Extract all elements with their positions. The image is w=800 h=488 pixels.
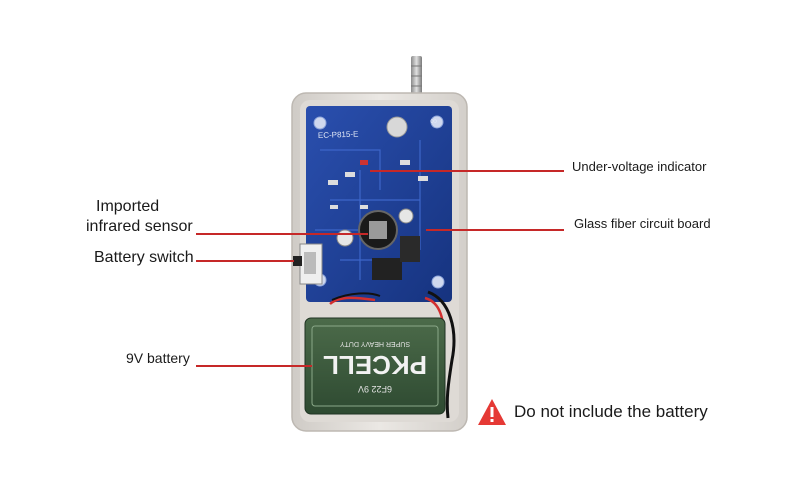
battery-leader: [196, 365, 312, 367]
circuit-board: EC-P815-E ∞: [306, 106, 452, 302]
battery-brand-text: PKCELL: [323, 350, 427, 380]
battery-switch-leader: [196, 260, 294, 262]
board-model-marking: EC-P815-E: [318, 130, 359, 140]
infrared-sensor-label-line2: infrared sensor: [86, 218, 193, 235]
battery-device: PKCELL SUPER HEAVY DUTY 6F22 9V: [304, 317, 446, 415]
battery-type-text: SUPER HEAVY DUTY: [340, 340, 410, 347]
antenna: [411, 56, 422, 102]
circuit-board-leader: [426, 229, 564, 231]
battery-switch-device: [293, 243, 323, 285]
svg-text:∞: ∞: [430, 116, 437, 127]
battery-switch-label: Battery switch: [94, 249, 194, 266]
battery-label: 9V battery: [126, 350, 190, 366]
infrared-sensor-label-line1: Imported: [96, 198, 160, 215]
circuit-board-label: Glass fiber circuit board: [574, 216, 711, 231]
infrared-sensor-leader: [196, 233, 368, 235]
warning-triangle-icon: [478, 399, 506, 425]
under-voltage-leader: [370, 170, 564, 172]
battery-spec-text: 6F22 9V: [358, 384, 392, 394]
no-battery-notice: Do not include the battery: [514, 402, 708, 421]
infrared-sensor-label: Imported infrared sensor: [86, 197, 193, 237]
under-voltage-label: Under-voltage indicator: [572, 159, 707, 174]
